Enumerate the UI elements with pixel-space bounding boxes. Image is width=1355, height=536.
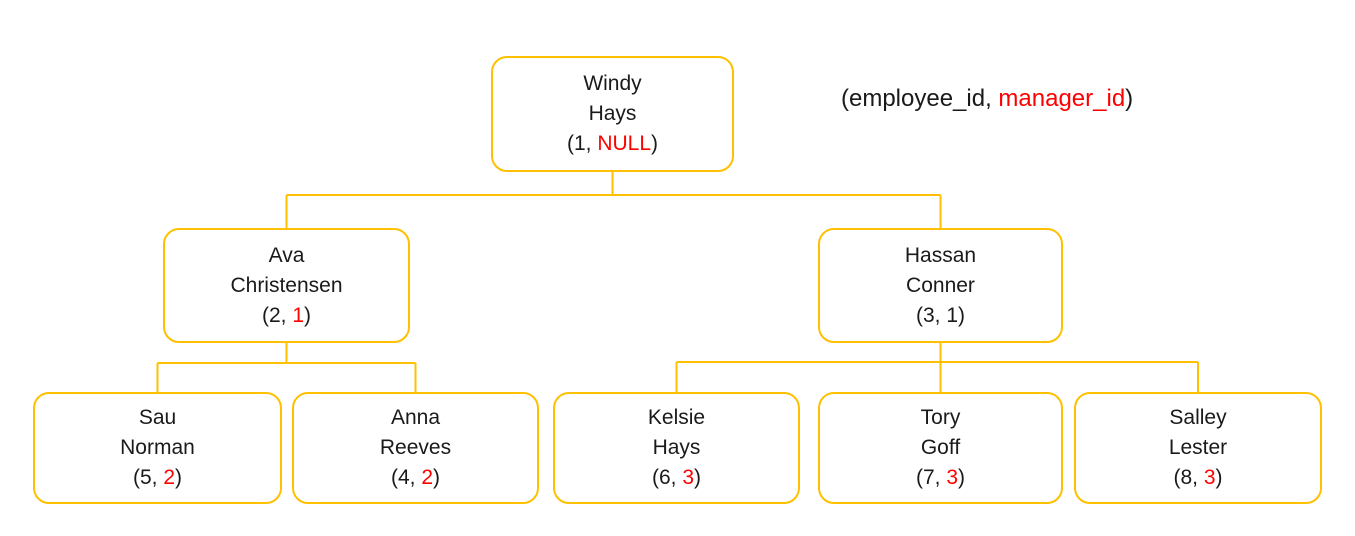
connector-ava-to-children — [156, 341, 417, 394]
manager-id-value: 2 — [421, 466, 434, 489]
id-pair-prefix: (4, — [390, 466, 422, 489]
employee-first-name: Sau — [138, 406, 177, 429]
org-node-tory-goff: Tory Goff (7, 3) — [818, 392, 1063, 504]
employee-id-pair: (2, 1) — [262, 301, 311, 331]
employee-last-name: Lester — [1168, 436, 1228, 459]
manager-id-value: 3 — [682, 466, 695, 489]
employee-id-pair: (1, NULL) — [567, 129, 658, 159]
id-pair-suffix: ) — [694, 466, 702, 489]
employee-first-name: Salley — [1169, 406, 1227, 429]
id-pair-prefix: (8, — [1173, 466, 1204, 489]
id-pair-prefix: (5, — [132, 466, 164, 489]
manager-id-value: NULL — [597, 132, 652, 155]
id-pair-suffix: ) — [304, 303, 312, 327]
id-pair-prefix: (3, 1) — [915, 303, 965, 327]
employee-last-name: Goff — [920, 436, 961, 459]
id-pair-suffix: ) — [651, 132, 659, 155]
org-node-ava-christensen: Ava Christensen (2, 1) — [163, 228, 410, 343]
employee-last-name: Hays — [652, 436, 701, 459]
employee-id-pair: (7, 3) — [916, 463, 965, 493]
connector-hassan-to-children — [675, 341, 1199, 394]
employee-id-pair: (4, 2) — [391, 463, 440, 493]
id-pair-suffix: ) — [958, 466, 966, 489]
connector-windy-to-level2 — [285, 170, 942, 230]
employee-last-name: Hays — [588, 102, 637, 125]
org-node-salley-lester: Salley Lester (8, 3) — [1074, 392, 1322, 504]
org-node-anna-reeves: Anna Reeves (4, 2) — [292, 392, 539, 504]
employee-last-name: Reeves — [379, 436, 452, 459]
employee-last-name: Norman — [120, 436, 195, 459]
employee-first-name: Tory — [920, 406, 961, 429]
id-pair-prefix: (1, — [566, 132, 598, 155]
employee-last-name: Christensen — [230, 273, 343, 297]
org-node-windy-hays: Windy Hays (1, NULL) — [491, 56, 734, 172]
org-node-kelsie-hays: Kelsie Hays (6, 3) — [553, 392, 800, 504]
employee-id-pair: (8, 3) — [1173, 463, 1222, 493]
employee-first-name: Windy — [583, 72, 642, 95]
id-pair-prefix: (6, — [651, 466, 683, 489]
employee-first-name: Anna — [390, 406, 441, 429]
id-pair-prefix: (7, — [915, 466, 947, 489]
legend-prefix: (employee_id, — [841, 85, 999, 112]
employee-first-name: Ava — [268, 243, 305, 267]
employee-first-name: Kelsie — [647, 406, 706, 429]
org-node-sau-norman: Sau Norman (5, 2) — [33, 392, 282, 504]
employee-first-name: Hassan — [904, 243, 977, 267]
legend-manager-id-label: manager_id — [998, 85, 1126, 112]
manager-id-value: 2 — [163, 466, 176, 489]
id-pair-suffix: ) — [433, 466, 441, 489]
id-pair-suffix: ) — [175, 466, 183, 489]
manager-id-value: 3 — [946, 466, 959, 489]
legend-suffix: ) — [1125, 85, 1134, 112]
manager-id-value: 3 — [1203, 466, 1216, 489]
employee-last-name: Conner — [906, 273, 975, 297]
org-node-hassan-conner: Hassan Conner (3, 1) — [818, 228, 1063, 343]
employee-id-pair: (6, 3) — [652, 463, 701, 493]
manager-id-value: 1 — [292, 303, 305, 327]
id-pair-prefix: (2, — [261, 303, 293, 327]
employee-id-pair: (3, 1) — [916, 301, 965, 331]
id-pair-suffix: ) — [1215, 466, 1223, 489]
employee-id-pair: (5, 2) — [133, 463, 182, 493]
legend-id-pair-key: (employee_id, manager_id) — [841, 84, 1133, 114]
